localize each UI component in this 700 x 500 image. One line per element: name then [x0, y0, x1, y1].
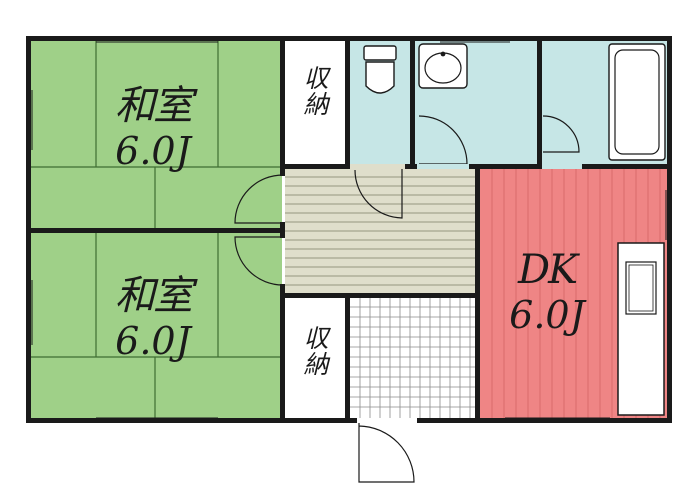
- corridor-planks: [285, 176, 477, 286]
- closet-top-floor: [285, 40, 347, 165]
- dk-name: DK: [518, 247, 578, 293]
- washitsu-top-name: 和室: [115, 83, 193, 129]
- washitsu-top-floor: [30, 40, 282, 230]
- storage-bottom-label: 収 納: [301, 324, 331, 380]
- dk-size: 6.0J: [509, 293, 585, 337]
- storage-bottom-line1: 収: [303, 324, 329, 353]
- door-openings: [350, 164, 582, 423]
- entrance-floor: [350, 297, 477, 420]
- washbasin-fixture: [418, 43, 468, 89]
- storage-bottom-line2: 納: [303, 350, 329, 380]
- washitsu-bottom-floor: [30, 233, 282, 420]
- storage-top-line1: 収: [303, 64, 329, 93]
- dk-label: DK 6.0J: [492, 250, 602, 334]
- door-swings: [234, 115, 580, 483]
- tatami-lines: [30, 40, 282, 420]
- toilet-fixture: [363, 45, 397, 94]
- kitchen-counter: [617, 242, 665, 416]
- washitsu-top-label: 和室 6.0J: [98, 86, 208, 170]
- entrance-tiles: [350, 297, 477, 420]
- storage-top-line2: 納: [303, 90, 329, 120]
- closet-bottom-floor: [285, 297, 347, 420]
- walls: [26, 36, 672, 423]
- bathtub-fixture: [608, 43, 666, 161]
- toilet-floor: [350, 40, 412, 165]
- washitsu-top-size: 6.0J: [115, 129, 191, 173]
- storage-top-label: 収 納: [301, 64, 331, 120]
- washitsu-bottom-label: 和室 6.0J: [98, 276, 208, 360]
- washitsu-bottom-size: 6.0J: [115, 319, 191, 363]
- washitsu-bottom-name: 和室: [115, 273, 193, 319]
